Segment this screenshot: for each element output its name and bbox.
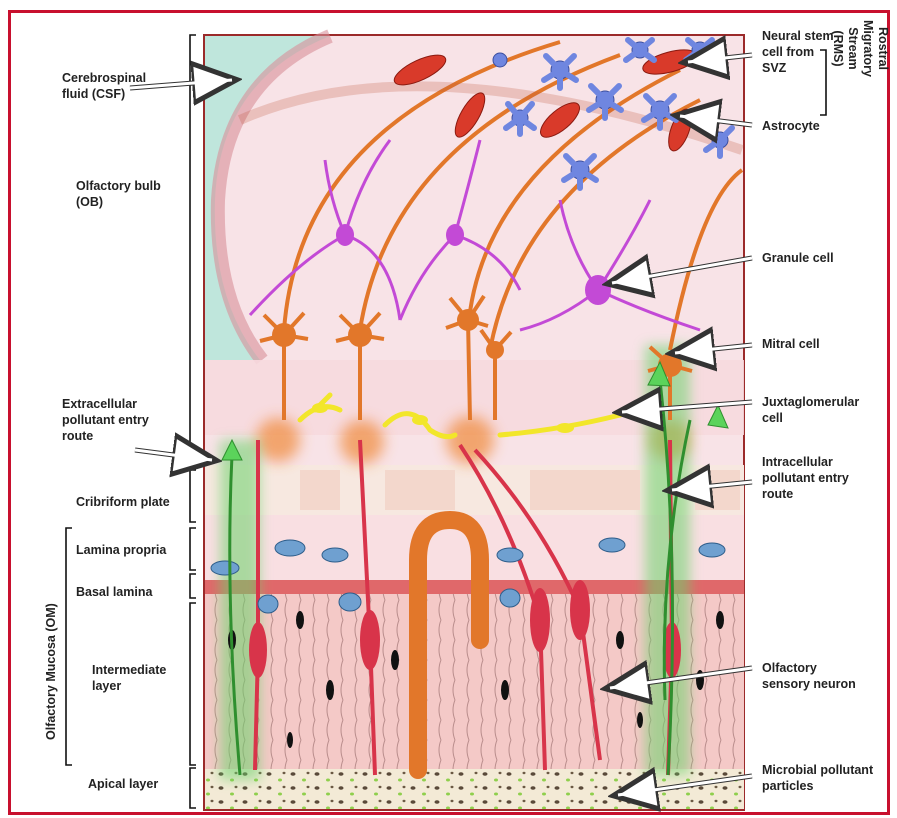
illustration-panel [204,35,744,810]
label-olfactory-sensory-neuron: Olfactory sensory neuron [762,660,856,692]
label-lamina-propria: Lamina propria [76,542,166,558]
label-astrocyte: Astrocyte [762,118,820,134]
label-mitral-cell: Mitral cell [762,336,820,352]
label-basal-lamina: Basal lamina [76,584,152,600]
label-intracellular-route: Intracellular pollutant entry route [762,454,849,502]
label-apical-layer: Apical layer [88,776,158,792]
label-juxtaglomerular-cell: Juxtaglomerular cell [762,394,859,426]
label-microbial-particles: Microbial pollutant particles [762,762,873,794]
label-intermediate-layer: Intermediate layer [92,662,166,694]
label-csf: Cerebrospinal fluid (CSF) [62,70,146,102]
label-cribriform-plate: Cribriform plate [76,494,170,510]
label-extracellular-route: Extracellular pollutant entry route [62,396,149,444]
label-granule-cell: Granule cell [762,250,834,266]
label-neural-stem-cell: Neural stem cell from SVZ [762,28,834,76]
label-olfactory-mucosa: Olfactory Mucosa (OM) [44,603,58,740]
label-rms: Rostral Migratory Stream (RMS) [830,20,890,77]
label-olfactory-bulb: Olfactory bulb (OB) [76,178,161,210]
